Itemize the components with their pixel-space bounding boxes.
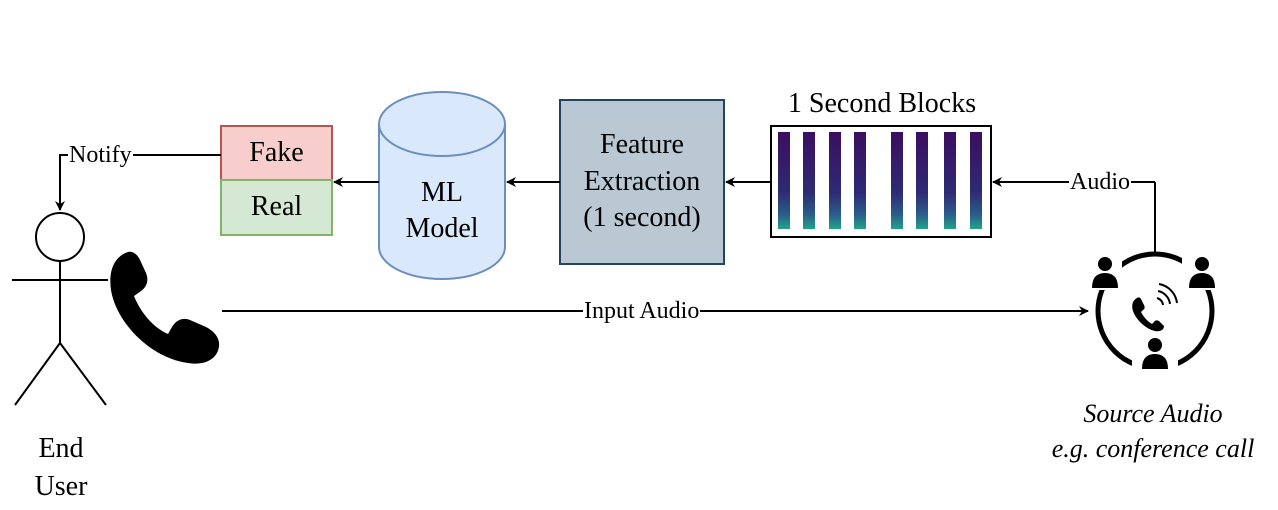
real-label: Real — [250, 191, 303, 223]
real-box — [220, 179, 333, 236]
source-audio-line1: Source Audio — [1083, 399, 1223, 428]
feature-label-line3: (1 second) — [583, 202, 701, 234]
feature-extraction-label: Feature Extraction (1 second) — [560, 100, 724, 264]
arrow-notify — [55, 154, 221, 211]
spectrogram-block-8 — [970, 132, 982, 229]
ml-model-cylinder — [378, 91, 506, 280]
ml-model-label-line1: ML — [421, 176, 463, 208]
end-user-label-line1: End — [38, 433, 84, 464]
end-user-label-line2: User — [34, 470, 88, 502]
notify-label: Notify — [68, 142, 133, 168]
spectrogram-block-6 — [916, 132, 928, 229]
fake-box — [220, 125, 333, 181]
spectrogram-block-2 — [803, 132, 815, 229]
spectrogram-block-1 — [778, 132, 790, 229]
end-user-label: End User — [10, 430, 112, 506]
blocks-title: 1 Second Blocks — [787, 88, 977, 119]
audio-label: Audio — [1069, 169, 1131, 195]
spectrogram-block-3 — [829, 132, 841, 229]
ml-model-label-line2: Model — [405, 213, 479, 244]
spectrogram-blocks — [770, 125, 992, 238]
feature-label-line1: Feature — [600, 129, 684, 161]
source-audio-label: Source Audio e.g. conference call — [1030, 396, 1276, 466]
input-audio-label: Input Audio — [583, 298, 701, 324]
fake-label: Fake — [249, 136, 304, 168]
feature-label-line2: Extraction — [583, 165, 701, 197]
source-audio-line2: e.g. conference call — [1051, 434, 1255, 464]
ml-model-label: ML Model — [379, 166, 505, 256]
stick-figure-icon — [12, 212, 108, 406]
spectrogram-block-7 — [944, 132, 956, 229]
conference-call-icon — [1082, 248, 1222, 374]
spectrogram-block-4 — [854, 132, 866, 229]
spectrogram-block-5 — [891, 132, 903, 229]
phone-handset-icon — [110, 251, 220, 364]
